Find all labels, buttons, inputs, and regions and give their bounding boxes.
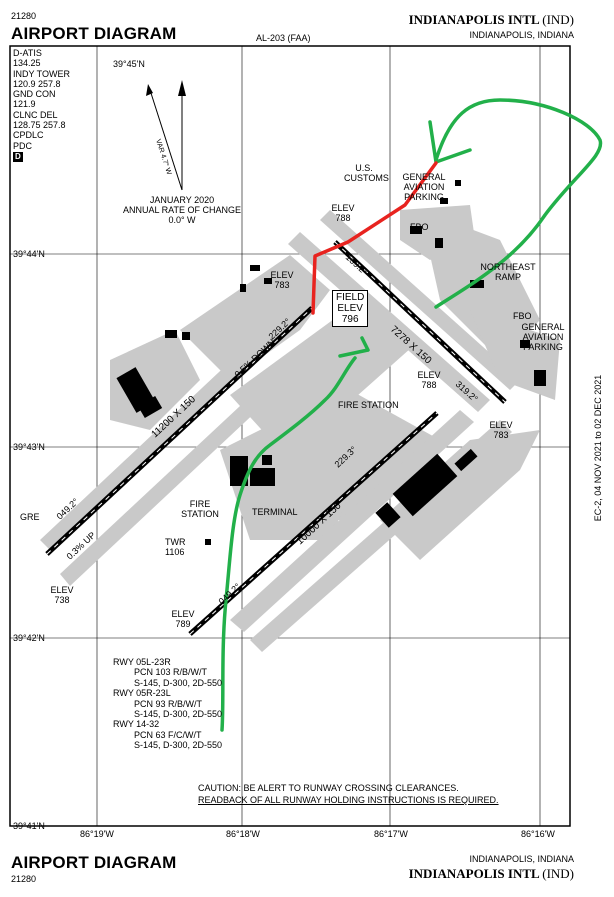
magnetic-variation-label: VAR 4.7° W xyxy=(154,138,173,176)
mag-date: JANUARY 2020 xyxy=(149,195,215,205)
frequency-list: D-ATIS 134.25 INDY TOWER 120.9 257.8 GND… xyxy=(13,48,70,162)
pcn-weights: S-145, D-300, 2D-550 xyxy=(134,709,223,720)
freq-line: 128.75 257.8 xyxy=(13,120,66,131)
latitude-label: 39°45'N xyxy=(113,59,145,69)
mag-rate-label: ANNUAL RATE OF CHANGE xyxy=(122,205,241,215)
buildings xyxy=(116,180,546,545)
fire-station-label: FIRE STATION xyxy=(338,400,399,410)
runway-centerlines xyxy=(46,241,506,635)
north-arrow-icon xyxy=(146,80,186,191)
gre-label: GRE xyxy=(20,512,40,522)
footer-doc-number: 21280 xyxy=(11,874,37,884)
freq-line: INDY TOWER xyxy=(13,68,71,79)
pcn-runway: RWY 05L-23R xyxy=(113,657,171,667)
pcn-weights: S-145, D-300, 2D-550 xyxy=(134,677,223,688)
latitude-label: 39°44'N xyxy=(13,249,45,259)
doc-number: 21280 xyxy=(11,11,37,21)
us-customs-label: U.S.CUSTOMS xyxy=(344,163,389,183)
pcn-runway: RWY 05R-23L xyxy=(113,688,171,699)
freq-line: PDC xyxy=(13,140,33,151)
footer-title: AIRPORT DIAGRAM xyxy=(11,853,177,872)
annotation-red-route xyxy=(311,161,438,315)
longitude-label: 86°18'W xyxy=(226,829,260,839)
page-title: AIRPORT DIAGRAM xyxy=(11,24,177,43)
freq-line: 121.9 xyxy=(13,99,36,110)
caution-line-1: CAUTION: BE ALERT TO RUNWAY CROSSING CLE… xyxy=(198,783,459,793)
latitude-label: 39°43'N xyxy=(13,442,45,452)
longitude-label: 86°17'W xyxy=(374,829,408,839)
runway-05r-heading: 049.2° xyxy=(217,581,243,606)
tower-elevation: 1106 xyxy=(165,547,185,557)
mag-rate-value: 0.0° W xyxy=(168,215,196,225)
freq-line: 134.25 xyxy=(13,58,41,69)
pcn-runway: RWY 14-32 xyxy=(113,719,160,730)
freq-line: GND CON xyxy=(13,89,56,100)
freq-line: CPDLC xyxy=(13,130,44,141)
airport-name: INDIANAPOLIS INTL (IND) xyxy=(408,12,574,27)
freq-line: D-ATIS xyxy=(13,48,42,58)
footer-location: INDIANAPOLIS, INDIANA xyxy=(469,854,574,864)
footer-airport-code: (IND) xyxy=(542,866,574,881)
annotation-arrow-mid-icon xyxy=(338,336,370,358)
datalink-badge: D xyxy=(13,151,23,162)
terminal-label: TERMINAL xyxy=(252,507,298,517)
freq-line: CLNC DEL xyxy=(13,109,58,120)
magnetic-variation-block: JANUARY 2020 ANNUAL RATE OF CHANGE 0.0° … xyxy=(116,195,248,225)
annotation-taxi-route xyxy=(220,356,357,732)
runway-05r-23l xyxy=(188,411,439,636)
pcn-value: PCN 103 R/B/W/T xyxy=(134,667,208,678)
latitude-label: 39°42'N xyxy=(13,633,45,643)
latitude-label: 39°41'N xyxy=(13,821,45,831)
freq-line: 120.9 257.8 xyxy=(13,78,61,89)
fbo-top-label: FBO xyxy=(410,222,429,232)
pcn-weights: S-145, D-300, 2D-550 xyxy=(134,740,223,751)
longitude-label: 86°19'W xyxy=(80,829,114,839)
footer-airport-name: INDIANAPOLIS INTL (IND) xyxy=(408,866,574,881)
longitude-label: 86°16'W xyxy=(521,829,555,839)
pcn-value: PCN 93 R/B/W/T xyxy=(134,698,203,709)
annotation-loop xyxy=(434,98,603,309)
effective-dates: EC-2, 04 NOV 2021 to 02 DEC 2021 xyxy=(593,374,603,522)
al-number: AL-203 (FAA) xyxy=(256,33,311,43)
pcn-block: RWY 05L-23R PCN 103 R/B/W/T S-145, D-300… xyxy=(113,657,222,751)
fbo-right-label: FBO xyxy=(513,311,532,321)
airport-code: (IND) xyxy=(542,12,574,27)
tower-label: TWR xyxy=(165,537,186,547)
diagram-frame xyxy=(9,45,571,827)
pcn-value: PCN 63 F/C/W/T xyxy=(134,729,202,740)
caution-line-2: READBACK OF ALL RUNWAY HOLDING INSTRUCTI… xyxy=(198,795,499,805)
airport-location: INDIANAPOLIS, INDIANA xyxy=(469,30,574,40)
